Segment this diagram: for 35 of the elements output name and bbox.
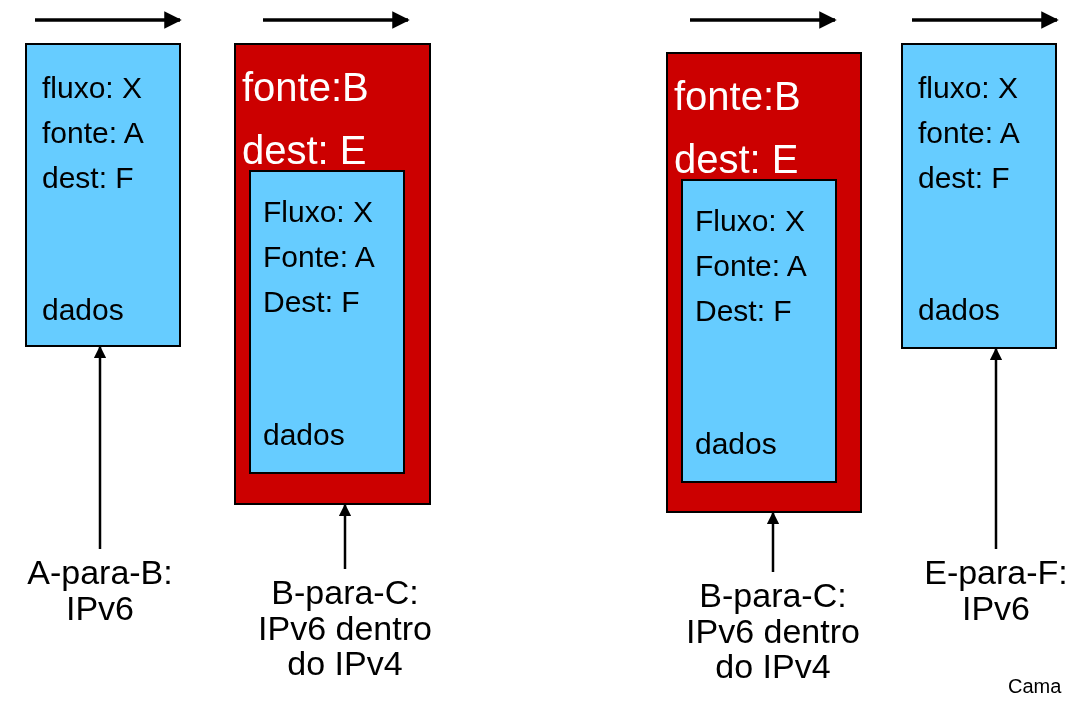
payload-label: dados [263, 420, 345, 450]
header-field-text: Dest: F [263, 287, 360, 317]
header-field-text: Dest: F [695, 296, 792, 326]
packet-box [249, 170, 405, 474]
payload-label: dados [695, 429, 777, 459]
payload-label: dados [918, 295, 1000, 325]
header-field-text: dest: F [918, 163, 1010, 193]
link-caption: A-para-B: IPv6 [10, 555, 190, 627]
link-caption: E-para-F: IPv6 [906, 555, 1086, 627]
arrow [338, 503, 352, 569]
header-field-text: fonte:B [242, 67, 369, 107]
header-field-text: Fonte: A [695, 251, 807, 281]
header-field-text: dest: F [42, 163, 134, 193]
payload-label: dados [42, 295, 124, 325]
header-field-text: Fluxo: X [695, 206, 806, 236]
header-field-text: fluxo: X [918, 73, 1019, 103]
footer-text: Cama [1008, 676, 1062, 696]
header-field-text: dest: E [674, 139, 799, 179]
arrow [989, 347, 1003, 549]
header-field-text: fonte: A [42, 118, 144, 148]
packet-box [901, 43, 1057, 349]
header-field-text: Fluxo: X [263, 197, 374, 227]
arrow [93, 345, 107, 549]
header-field-text: fonte:B [674, 76, 801, 116]
link-caption: B-para-C: IPv6 dentro do IPv4 [235, 575, 455, 683]
link-caption: B-para-C: IPv6 dentro do IPv4 [663, 578, 883, 686]
ipv4-packet-box [234, 43, 431, 505]
header-field-text: dest: E [242, 130, 367, 170]
header-field-text: fonte: A [918, 118, 1020, 148]
ipv4-packet-box [666, 52, 862, 513]
header-field-text: fluxo: X [42, 73, 143, 103]
packet-box [25, 43, 181, 347]
header-field-text: Fonte: A [263, 242, 375, 272]
arrow [766, 511, 780, 572]
packet-box [681, 179, 837, 483]
